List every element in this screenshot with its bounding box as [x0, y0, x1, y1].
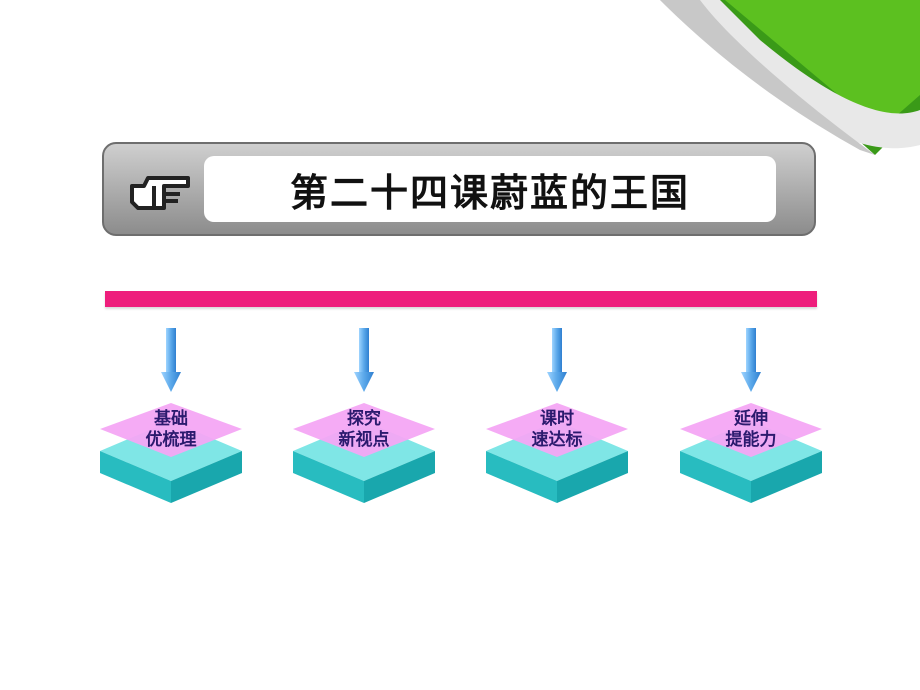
section-label: 延伸 提能力 [725, 409, 777, 450]
down-arrow-icon [547, 328, 567, 392]
pointing-hand-icon [130, 176, 190, 210]
section-label: 基础 优梳理 [145, 409, 197, 450]
stacked-layer-icon [486, 403, 628, 503]
down-arrow-icon [741, 328, 761, 392]
title-panel: 第二十四课 蔚蓝的王国 [204, 156, 776, 222]
lesson-name: 蔚蓝的王国 [490, 170, 691, 215]
accent-divider [105, 291, 817, 307]
down-arrow-icon [161, 328, 181, 392]
section-label: 探究 新视点 [338, 409, 390, 450]
section-button-explore[interactable]: 探究 新视点 [293, 403, 435, 507]
section-button-basics[interactable]: 基础 优梳理 [100, 403, 242, 507]
page-title: 第二十四课 蔚蓝的王国 [204, 156, 776, 222]
lesson-title-bar: 第二十四课 蔚蓝的王国 [102, 142, 816, 236]
stacked-layer-icon [100, 403, 242, 503]
down-arrow-icon [354, 328, 374, 392]
lesson-number: 第二十四课 [289, 170, 490, 215]
section-label: 课时 速达标 [531, 409, 583, 450]
stacked-layer-icon [680, 403, 822, 503]
section-button-practice[interactable]: 课时 速达标 [486, 403, 628, 507]
section-button-extend[interactable]: 延伸 提能力 [680, 403, 822, 507]
stacked-layer-icon [293, 403, 435, 503]
